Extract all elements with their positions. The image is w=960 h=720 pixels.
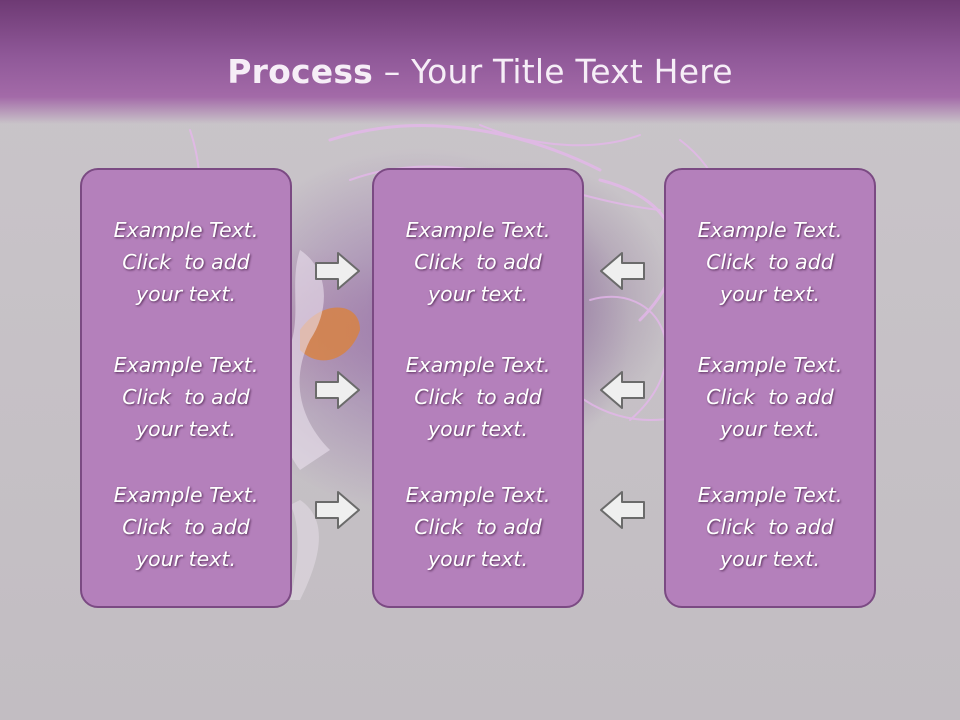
text-line: Example Text. (113, 218, 259, 242)
text-line: Click to add (414, 385, 542, 409)
text-placeholder[interactable]: Example Text. Click to add your text. (666, 349, 874, 445)
text-placeholder[interactable]: Example Text. Click to add your text. (374, 349, 582, 445)
text-line: Click to add (122, 515, 250, 539)
text-placeholder[interactable]: Example Text. Click to add your text. (374, 214, 582, 310)
text-line: Click to add (122, 250, 250, 274)
text-line: your text. (720, 282, 820, 306)
text-placeholder[interactable]: Example Text. Click to add your text. (666, 479, 874, 575)
left-panel[interactable]: Example Text. Click to add your text. Ex… (80, 168, 292, 608)
title-bold: Process (227, 52, 374, 91)
left-arrow-icon[interactable] (598, 250, 646, 292)
text-line: Example Text. (405, 218, 551, 242)
text-line: Example Text. (697, 218, 843, 242)
text-line: your text. (428, 417, 528, 441)
text-line: your text. (136, 282, 236, 306)
text-line: your text. (428, 282, 528, 306)
text-line: Click to add (414, 515, 542, 539)
text-line: Example Text. (405, 353, 551, 377)
text-line: Example Text. (697, 483, 843, 507)
text-line: Click to add (706, 385, 834, 409)
text-placeholder[interactable]: Example Text. Click to add your text. (666, 214, 874, 310)
text-line: Click to add (414, 250, 542, 274)
text-line: your text. (136, 417, 236, 441)
left-arrow-icon[interactable] (598, 489, 646, 531)
center-panel[interactable]: Example Text. Click to add your text. Ex… (372, 168, 584, 608)
header-band (0, 0, 960, 124)
left-arrow-icon[interactable] (598, 369, 646, 411)
title-rest: – Your Title Text Here (373, 52, 733, 91)
text-line: your text. (136, 547, 236, 571)
text-line: Example Text. (697, 353, 843, 377)
text-line: your text. (428, 547, 528, 571)
text-line: Example Text. (405, 483, 551, 507)
right-arrow-icon[interactable] (314, 369, 362, 411)
right-arrow-icon[interactable] (314, 489, 362, 531)
text-line: your text. (720, 417, 820, 441)
text-placeholder[interactable]: Example Text. Click to add your text. (82, 349, 290, 445)
right-arrow-icon[interactable] (314, 250, 362, 292)
text-line: Click to add (706, 250, 834, 274)
text-placeholder[interactable]: Example Text. Click to add your text. (82, 479, 290, 575)
text-line: Click to add (122, 385, 250, 409)
text-line: Click to add (706, 515, 834, 539)
text-placeholder[interactable]: Example Text. Click to add your text. (374, 479, 582, 575)
slide-title[interactable]: Process – Your Title Text Here (0, 52, 960, 91)
right-panel[interactable]: Example Text. Click to add your text. Ex… (664, 168, 876, 608)
text-placeholder[interactable]: Example Text. Click to add your text. (82, 214, 290, 310)
text-line: Example Text. (113, 353, 259, 377)
text-line: your text. (720, 547, 820, 571)
text-line: Example Text. (113, 483, 259, 507)
